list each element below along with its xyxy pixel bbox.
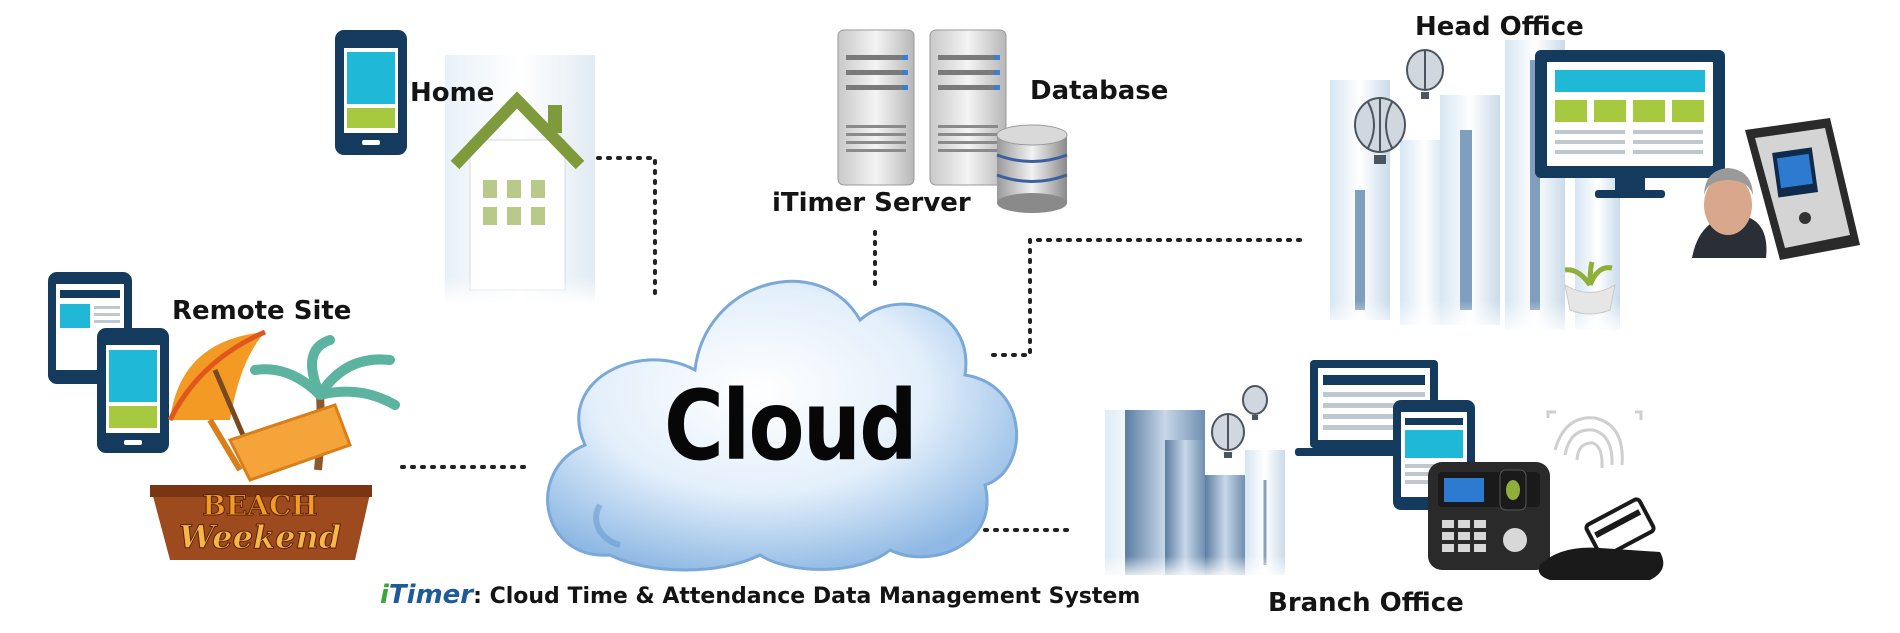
database-icon bbox=[996, 124, 1068, 213]
system-caption: iTimer: Cloud Time & Attendance Data Man… bbox=[380, 580, 1140, 610]
connector-lines bbox=[400, 156, 1302, 532]
monitor-icon bbox=[1535, 50, 1725, 198]
phone-icon bbox=[335, 30, 407, 155]
brand-logo-rest: Timer bbox=[388, 580, 474, 610]
brand-logo: iTimer bbox=[380, 580, 473, 610]
avatar bbox=[1692, 168, 1767, 258]
node-label-branch-office: Branch Office bbox=[1268, 588, 1464, 618]
node-label-database: Database bbox=[1030, 76, 1169, 106]
server-icon bbox=[837, 29, 1007, 186]
connector-home bbox=[596, 156, 657, 302]
branch-buildings-icon bbox=[1100, 410, 1300, 580]
plant-icon bbox=[1564, 261, 1616, 315]
connector-head-office bbox=[983, 238, 1302, 357]
caption-text: : Cloud Time & Attendance Data Managemen… bbox=[473, 584, 1141, 609]
node-label-server: iTimer Server bbox=[772, 188, 971, 218]
beach-sign-line2: Weekend bbox=[179, 518, 341, 556]
cloud-shape bbox=[546, 279, 1019, 572]
beach-sign-line1: BEACH bbox=[202, 489, 317, 522]
node-label-remote-site: Remote Site bbox=[172, 296, 352, 326]
balloon-icon bbox=[1211, 385, 1268, 458]
attendance-terminal-icon bbox=[1428, 462, 1550, 570]
face-terminal-icon bbox=[1745, 118, 1860, 260]
node-label-home: Home bbox=[410, 78, 495, 108]
phone-icon bbox=[97, 328, 169, 453]
card-reader-icon bbox=[1538, 497, 1664, 580]
cloud-label: Cloud bbox=[664, 370, 918, 482]
beach-sign: BEACH Weekend bbox=[150, 485, 372, 560]
balloon-icon bbox=[1354, 49, 1444, 164]
brand-logo-i: i bbox=[380, 580, 389, 610]
node-label-head-office: Head Office bbox=[1415, 12, 1584, 42]
fingerprint-icon bbox=[1546, 410, 1643, 469]
beach-chair-icon bbox=[207, 403, 352, 482]
home-building-icon bbox=[440, 55, 600, 305]
